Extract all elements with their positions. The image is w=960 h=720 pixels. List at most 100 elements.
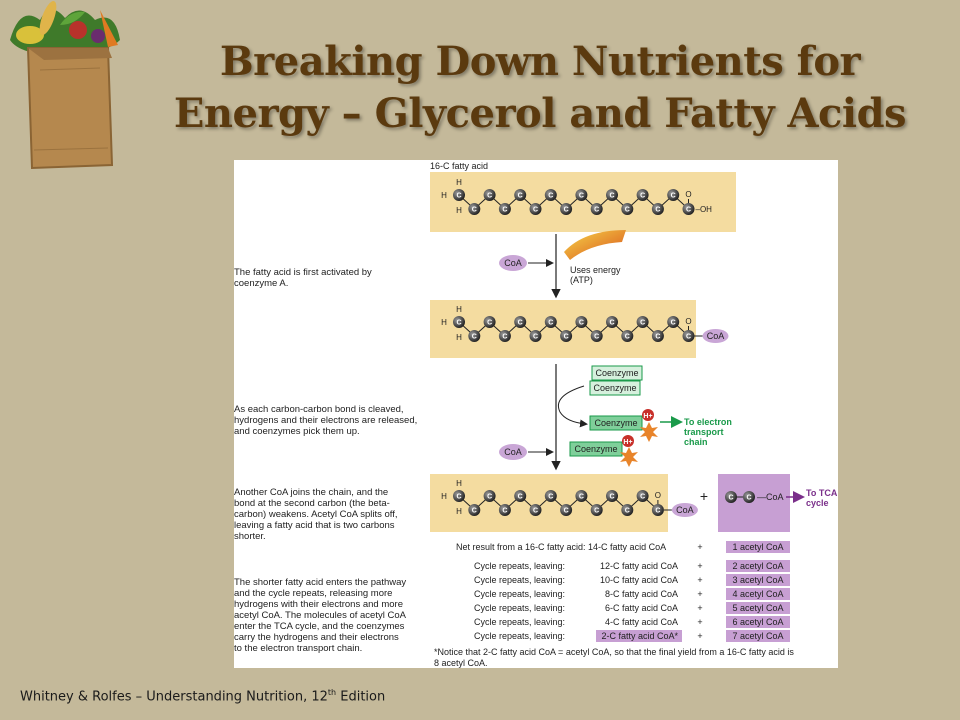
carbon-atom xyxy=(468,330,481,342)
hydrogen-atom: H xyxy=(456,333,462,342)
tca-dest-line-2: cycle xyxy=(806,498,829,508)
carbon-atom xyxy=(468,504,481,516)
carbon-atom-label: C xyxy=(594,334,599,341)
coa-bubble xyxy=(671,503,698,517)
step3-line-4: leaving a fatty acid that is two carbons xyxy=(234,520,395,531)
coa-label-2: CoA xyxy=(504,447,522,457)
coenzyme-box-loaded-1 xyxy=(589,415,643,431)
hydrogen-atom: H xyxy=(456,305,462,314)
carbon-atom xyxy=(453,189,465,201)
acetyl-count: 6 acetyl CoA xyxy=(732,617,783,627)
carbon-atom-label: C xyxy=(487,494,492,501)
carbon-atom xyxy=(514,490,527,502)
acetyl-carbon-2-label: C xyxy=(746,495,751,502)
carbon-atom-label: C xyxy=(487,193,492,200)
carbon-atom-label: C xyxy=(548,320,553,327)
carbon-atom-label: C xyxy=(671,320,676,327)
carbon-atom-label: C xyxy=(625,508,630,515)
carbon-atom xyxy=(606,189,618,201)
carbon-atom-label: C xyxy=(564,334,569,341)
carbon-atom xyxy=(590,330,603,342)
cycle-fatty-acid: 8-C fatty acid CoA xyxy=(605,589,678,599)
final-fatty-acid-box xyxy=(596,630,682,642)
coenzyme-box-free-2 xyxy=(589,380,641,396)
coenzyme-curve-arrow xyxy=(558,385,588,428)
carbon-atom xyxy=(651,330,664,342)
carbon-atom xyxy=(621,504,634,516)
carbon-atom xyxy=(453,490,465,502)
carbon-atom xyxy=(682,203,695,215)
carbon-atom xyxy=(651,504,664,516)
carbon-atom-label: C xyxy=(655,508,660,515)
carbon-atom xyxy=(544,189,557,201)
credit-text: Whitney & Rolfes – Understanding Nutriti… xyxy=(20,689,328,705)
title-line-2: Energy – Glycerol and Fatty Acids xyxy=(173,90,907,137)
acetyl-box xyxy=(726,560,790,572)
acetyl-box xyxy=(726,602,790,614)
oxygen-atom: O xyxy=(685,190,691,199)
beta-oxidation-diagram: 16-C fatty acid HHHCCCCCCCCCCCCCCCCO–OH … xyxy=(234,161,838,668)
step2-line-1: As each carbon-carbon bond is cleaved, xyxy=(234,404,404,415)
carbon-atom xyxy=(606,490,618,502)
title-line-1: Breaking Down Nutrients for xyxy=(219,38,861,85)
carbon-atom xyxy=(483,316,496,328)
hydroxyl-group: –OH xyxy=(696,205,713,214)
acetyl-count: 7 acetyl CoA xyxy=(732,631,783,641)
step4-line-3: hydrogens with their electrons and more xyxy=(234,599,403,610)
hydrogen-atom: H xyxy=(441,191,447,200)
step1-line-2: coenzyme A. xyxy=(234,278,288,289)
carbon-atom-label: C xyxy=(518,494,523,501)
cycle-plus: + xyxy=(697,603,702,613)
net-result-label: Net result from a 16-C fatty acid: 14-C … xyxy=(456,542,666,552)
cycle-label: Cycle repeats, leaving: xyxy=(474,575,565,585)
electron-star-1 xyxy=(640,422,658,442)
carbon-atom-label: C xyxy=(564,207,569,214)
carbon-atom xyxy=(514,316,527,328)
carbon-atom-label: C xyxy=(579,320,584,327)
carbon-atom xyxy=(560,203,573,215)
step4-line-6: carry the hydrogens and their electrons xyxy=(234,632,399,643)
acetyl-box xyxy=(726,630,790,642)
carbon-atom xyxy=(667,316,680,328)
carbon-atom-label: C xyxy=(456,494,461,501)
cycle-label: Cycle repeats, leaving: xyxy=(474,617,565,627)
h-plus-icon-2 xyxy=(622,435,634,447)
cycle-label: Cycle repeats, leaving: xyxy=(474,589,565,599)
step4-line-4: acetyl CoA. The molecules of acetyl CoA xyxy=(234,610,407,621)
acetyl-box xyxy=(726,574,790,586)
oxygen-atom: O xyxy=(685,317,691,326)
acetyl-count: 4 acetyl CoA xyxy=(732,589,783,599)
carbon-atom-label: C xyxy=(533,508,538,515)
acetyl-box-1 xyxy=(726,541,790,553)
carbon-atom xyxy=(606,316,618,328)
hydrogen-atom: H xyxy=(456,507,462,516)
carbon-atom xyxy=(560,330,573,342)
oxygen-atom: O xyxy=(655,491,661,500)
carbon-atom-label: C xyxy=(472,508,477,515)
carbon-atom xyxy=(667,189,680,201)
coa-label-1: CoA xyxy=(504,258,522,268)
step4-line-1: The shorter fatty acid enters the pathwa… xyxy=(234,577,406,588)
electron-dest-line-2: transport xyxy=(684,427,724,437)
carbon-atom xyxy=(529,330,542,342)
energy-arrow xyxy=(564,230,626,260)
coa-label: CoA xyxy=(707,331,725,341)
acetyl-count: 2 acetyl CoA xyxy=(732,561,783,571)
coa-label: CoA xyxy=(676,505,694,515)
credit-tail: Edition xyxy=(336,689,386,705)
coenzyme-box-loaded-2 xyxy=(569,441,623,457)
uses-energy-line-1: Uses energy xyxy=(570,265,621,275)
source-credit: Whitney & Rolfes – Understanding Nutriti… xyxy=(20,688,385,704)
carbon-atom xyxy=(590,203,603,215)
step3-line-2: bond at the second carbon (the beta- xyxy=(234,498,390,509)
cycle-label: Cycle repeats, leaving: xyxy=(474,603,565,613)
carbon-atom xyxy=(560,504,573,516)
carbon-atom-label: C xyxy=(502,508,507,515)
chain-band-3 xyxy=(430,474,668,532)
carbon-atom xyxy=(529,203,542,215)
carbon-atom xyxy=(483,490,496,502)
acetyl-carbon-2 xyxy=(743,491,755,503)
coenzyme-box-free-1 xyxy=(591,365,643,381)
